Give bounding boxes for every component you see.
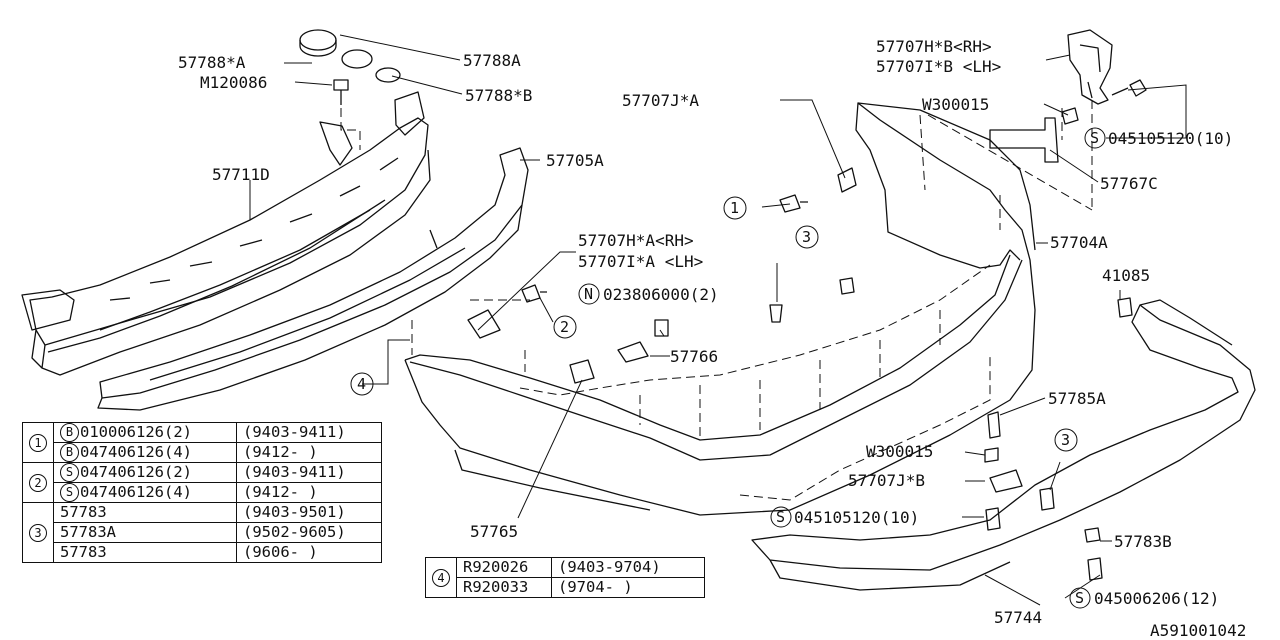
label-57767C: 57767C bbox=[1100, 174, 1158, 193]
svg-text:4: 4 bbox=[357, 375, 366, 393]
label-57707IsA-LH: 57707I*A <LH> bbox=[578, 252, 703, 271]
table-row: 4 R920026 (9403-9704) bbox=[425, 557, 705, 598]
label-W300015-top: W300015 bbox=[922, 95, 989, 114]
part-57704A-bumper-cover bbox=[404, 102, 1036, 516]
table-cell-range: (9403-9704) bbox=[551, 557, 705, 578]
part-57707H-B-bracket bbox=[1067, 29, 1147, 105]
label-045105120-top: S 045105120(10) bbox=[1084, 127, 1233, 149]
callout-2: 2 bbox=[553, 315, 577, 339]
svg-text:045105120(10): 045105120(10) bbox=[1108, 129, 1233, 148]
label-57707JsB: 57707J*B bbox=[848, 471, 925, 490]
svg-text:2: 2 bbox=[560, 318, 569, 336]
clip-table: 4 R920026 (9403-9704) R920033 (9704- ) bbox=[425, 557, 705, 598]
label-57705A: 57705A bbox=[546, 151, 604, 170]
table-cell-part: R920033 bbox=[456, 577, 552, 598]
svg-text:N: N bbox=[584, 285, 593, 303]
hardware-group bbox=[411, 100, 1133, 581]
table-cell-range: (9606- ) bbox=[236, 542, 382, 563]
table-cell-part: R920026 bbox=[456, 557, 552, 578]
table-cell-range: (9412- ) bbox=[236, 442, 382, 463]
label-57707IsBLH: 57707I*B <LH> bbox=[876, 57, 1001, 76]
svg-text:045006206(12): 045006206(12) bbox=[1094, 589, 1219, 608]
table-cell-range: (9403-9411) bbox=[236, 462, 382, 483]
svg-text:045105120(10): 045105120(10) bbox=[794, 508, 919, 527]
svg-text:S: S bbox=[1075, 589, 1084, 607]
svg-text:1: 1 bbox=[730, 199, 739, 217]
label-57704A: 57704A bbox=[1050, 233, 1108, 252]
diagram-id: A591001042 bbox=[1150, 621, 1246, 640]
svg-text:S: S bbox=[776, 508, 785, 526]
label-57788sA: 57788*A bbox=[178, 53, 246, 72]
label-57744: 57744 bbox=[994, 608, 1042, 627]
table-row: 3 57783 (9403-9501) bbox=[22, 502, 382, 563]
table-key-3: 3 bbox=[22, 502, 54, 563]
table-key-1: 1 bbox=[22, 422, 54, 463]
table-cell-part: 57783 bbox=[53, 502, 237, 523]
callout-3-upper: 3 bbox=[795, 225, 819, 249]
label-57707HsBRH: 57707H*B<RH> bbox=[876, 37, 992, 56]
callout-1: 1 bbox=[723, 196, 747, 220]
svg-text:023806000(2): 023806000(2) bbox=[603, 285, 719, 304]
table-key-2: 2 bbox=[22, 462, 54, 503]
part-57711D-reinforcement bbox=[21, 91, 431, 376]
label-41085: 41085 bbox=[1102, 266, 1150, 285]
table-key-4: 4 bbox=[425, 557, 457, 598]
table-cell-range: (9403-9411) bbox=[236, 422, 382, 443]
label-57788A: 57788A bbox=[463, 51, 521, 70]
callout-4: 4 bbox=[350, 372, 374, 396]
caps-group bbox=[299, 29, 401, 150]
svg-text:S: S bbox=[1090, 129, 1099, 147]
table-cell-range: (9502-9605) bbox=[236, 522, 382, 543]
label-57785A: 57785A bbox=[1048, 389, 1106, 408]
svg-text:3: 3 bbox=[802, 228, 811, 246]
part-57705A-face bbox=[97, 147, 529, 411]
part-57744-lower-spoiler bbox=[751, 299, 1256, 591]
label-045105120-bottom: S 045105120(10) bbox=[770, 506, 919, 528]
table-row: R920033 (9704- ) bbox=[426, 577, 705, 598]
table-cell-range: (9412- ) bbox=[236, 482, 382, 503]
table-cell-part: 57783A bbox=[53, 522, 237, 543]
label-57788sB: 57788*B bbox=[465, 86, 532, 105]
label-57783B: 57783B bbox=[1114, 532, 1172, 551]
table-row: 57783A (9502-9605) bbox=[23, 522, 382, 543]
label-57711D: 57711D bbox=[212, 165, 270, 184]
callout-3-lower: 3 bbox=[1054, 428, 1078, 452]
table-cell-range: (9704- ) bbox=[551, 577, 705, 598]
label-M120086: M120086 bbox=[200, 73, 267, 92]
label-57707HsA-RH: 57707H*A<RH> bbox=[578, 231, 694, 250]
label-57766: 57766 bbox=[670, 347, 718, 366]
label-023806000: N 023806000(2) bbox=[578, 283, 719, 305]
label-57765: 57765 bbox=[470, 522, 518, 541]
leader-lines bbox=[249, 34, 1187, 606]
label-57707JsA: 57707J*A bbox=[622, 91, 699, 110]
svg-text:3: 3 bbox=[1061, 431, 1070, 449]
table-cell-part: 57783 bbox=[53, 542, 237, 563]
part-57767C-bracket bbox=[989, 117, 1059, 163]
table-cell-range: (9403-9501) bbox=[236, 502, 382, 523]
table-row: 57783 (9606- ) bbox=[23, 542, 382, 563]
label-045006206: S 045006206(12) bbox=[1069, 587, 1219, 609]
label-W300015-bottom: W300015 bbox=[866, 442, 933, 461]
